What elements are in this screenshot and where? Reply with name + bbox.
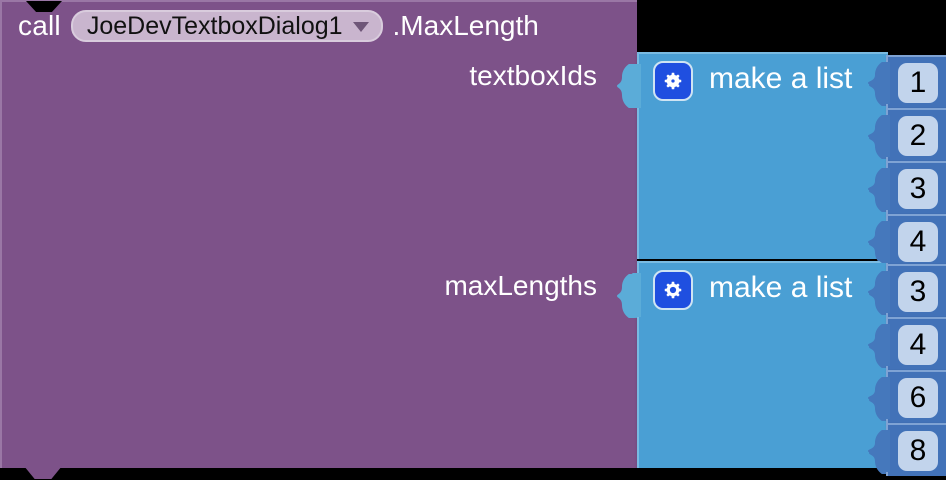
component-name-label: JoeDevTextboxDialog1 xyxy=(86,11,343,40)
param-label-maxlengths: maxLengths xyxy=(444,270,597,301)
number-field[interactable]: 3 xyxy=(898,169,938,209)
number-block[interactable]: 3 xyxy=(886,161,946,214)
number-block[interactable]: 4 xyxy=(886,317,946,370)
number-block[interactable]: 2 xyxy=(886,108,946,161)
number-field[interactable]: 1 xyxy=(898,63,938,103)
component-dropdown[interactable]: JoeDevTextboxDialog1 xyxy=(70,10,383,42)
number-field[interactable]: 6 xyxy=(898,378,938,418)
make-a-list-block[interactable]: make a list xyxy=(637,52,888,259)
block-top-notch xyxy=(26,1,62,12)
number-block[interactable]: 4 xyxy=(886,214,946,267)
number-field[interactable]: 4 xyxy=(898,325,938,365)
number-block[interactable]: 1 xyxy=(886,55,946,108)
method-name-label: .MaxLength xyxy=(392,10,539,41)
gear-icon[interactable] xyxy=(653,270,693,310)
number-block[interactable]: 8 xyxy=(886,423,946,476)
number-field[interactable]: 8 xyxy=(898,431,938,471)
make-a-list-block[interactable]: make a list xyxy=(637,261,888,468)
call-keyword: call xyxy=(18,10,61,41)
block-bottom-tab xyxy=(24,466,62,479)
gear-icon[interactable] xyxy=(653,61,693,101)
call-method-block[interactable]: call JoeDevTextboxDialog1 .MaxLength tex… xyxy=(0,0,637,468)
make-a-list-label: make a list xyxy=(709,271,853,304)
param-label-textboxids: textboxIds xyxy=(469,60,597,91)
number-field[interactable]: 4 xyxy=(898,222,938,262)
number-field[interactable]: 2 xyxy=(898,116,938,156)
number-block[interactable]: 6 xyxy=(886,370,946,423)
number-field[interactable]: 3 xyxy=(898,272,938,312)
make-a-list-label: make a list xyxy=(709,62,853,95)
call-block-header: call JoeDevTextboxDialog1 .MaxLength xyxy=(18,10,539,42)
chevron-down-icon[interactable] xyxy=(352,21,369,32)
number-block[interactable]: 3 xyxy=(886,264,946,317)
